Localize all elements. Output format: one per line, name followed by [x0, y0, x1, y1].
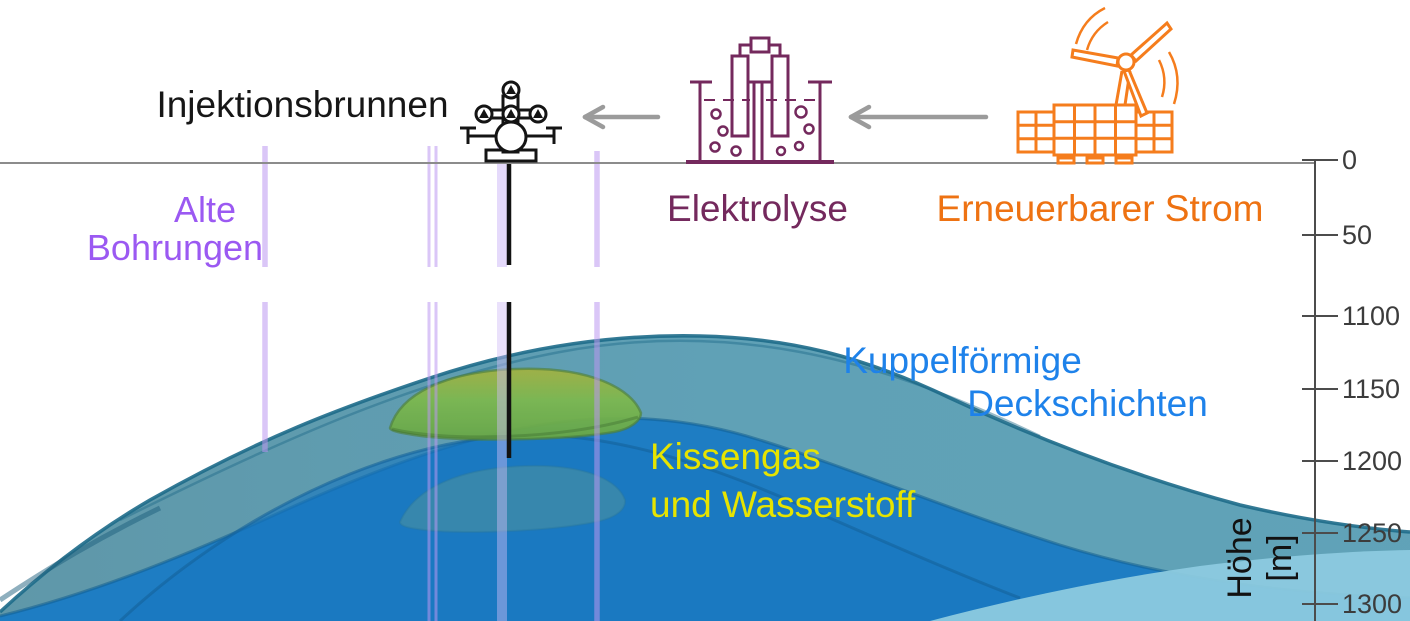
axis-tick-label: 1100: [1342, 301, 1401, 331]
cushion-gas-label-line2: und Wasserstoff: [650, 484, 916, 525]
wellhead-icon: [460, 80, 562, 163]
light-layer-wedge: [930, 550, 1410, 621]
axis-ticks: [1302, 159, 1338, 605]
old-wells-label-line1: Alte: [173, 189, 237, 230]
arrow-left-icon: [848, 104, 989, 130]
injection-well-label: Injektionsbrunnen: [156, 84, 449, 125]
upper-gas-bubble: [388, 367, 643, 441]
axis-tick-label: 1250: [1342, 518, 1403, 548]
electrolysis-icon: [686, 36, 834, 164]
depth-axis-title: Höhe [m]: [1198, 496, 1322, 620]
axis-tick-label: 1200: [1342, 446, 1403, 476]
old-borehole-lines: [262, 140, 600, 621]
axis-tick-label: 50: [1342, 220, 1373, 250]
axis-title-line1: Höhe: [1221, 517, 1259, 599]
axis-tick-label: 0: [1342, 145, 1358, 175]
renewable-power-label: Erneuerbarer Strom: [936, 188, 1264, 229]
arrow-left-icon: [582, 104, 661, 130]
axis-title-line2: [m]: [1261, 534, 1299, 582]
electrolysis-label: Elektrolyse: [667, 188, 848, 229]
axis-tick-label: 1300: [1342, 589, 1403, 619]
axis-tick-label: 1150: [1342, 374, 1401, 404]
cap-layers-label-line2: Deckschichten: [967, 383, 1208, 424]
wind-solar-icon: [1016, 6, 1179, 165]
cushion-gas-label-line1: Kissengas: [650, 436, 821, 477]
old-wells-label-line2: Bohrungen: [86, 227, 264, 268]
cap-layers-label-line1: Kuppelförmige: [843, 340, 1082, 381]
